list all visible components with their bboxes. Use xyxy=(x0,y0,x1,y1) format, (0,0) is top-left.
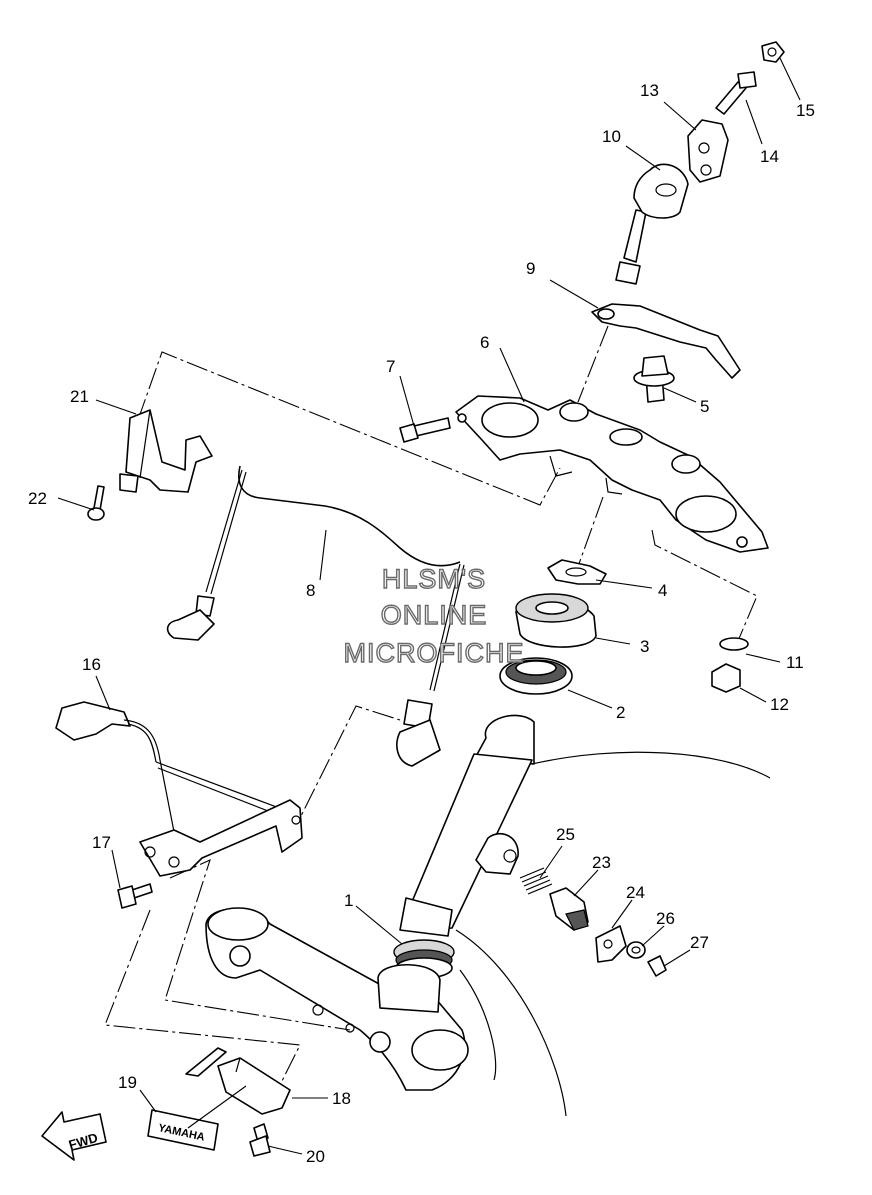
callout-16: 16 xyxy=(82,655,101,674)
callout-22: 22 xyxy=(28,489,47,508)
callout-14: 14 xyxy=(760,147,779,166)
part-8-cable xyxy=(166,465,465,767)
part-10-holder xyxy=(615,163,689,285)
callout-3: 3 xyxy=(640,637,649,656)
callout-8: 8 xyxy=(306,581,315,600)
part-20-bolt xyxy=(249,1123,271,1157)
callout-6: 6 xyxy=(480,333,489,352)
part-9-plate xyxy=(591,303,741,379)
callout-9: 9 xyxy=(526,259,535,278)
part-13-cap xyxy=(687,119,729,183)
callout-11: 11 xyxy=(786,653,804,672)
part-2-bearing xyxy=(499,657,573,695)
part-19-emblem: YAMAHA xyxy=(147,1109,219,1151)
part-27-screw xyxy=(647,955,667,977)
part-22-bolt xyxy=(87,485,105,521)
callout-20: 20 xyxy=(306,1147,325,1166)
part-12-nut xyxy=(711,663,741,693)
lower-bracket xyxy=(205,907,469,1091)
frame-outline xyxy=(455,751,771,1117)
guide-lines xyxy=(104,325,758,1086)
callout-15: 15 xyxy=(796,101,815,120)
callout-24: 24 xyxy=(626,883,645,902)
part-16-stay xyxy=(55,701,303,877)
callout-10: 10 xyxy=(602,127,621,146)
callout-19: 19 xyxy=(118,1073,137,1092)
part-17-bolt xyxy=(117,883,153,909)
part-11-washer xyxy=(719,637,749,651)
callout-5: 5 xyxy=(700,397,709,416)
fwd-arrow: FWD xyxy=(41,1111,107,1161)
watermark-line-3: MICROFICHE xyxy=(344,638,525,668)
callout-2: 2 xyxy=(616,703,625,722)
callout-18: 18 xyxy=(332,1089,351,1108)
part-25-spring xyxy=(519,867,553,895)
watermark: HLSM'S ONLINE MICROFICHE xyxy=(343,563,525,668)
part-14-bolt xyxy=(715,71,757,115)
callout-13: 13 xyxy=(640,81,659,100)
callout-12: 12 xyxy=(770,695,789,714)
callout-1: 1 xyxy=(344,891,353,910)
part-3-bearing-cover xyxy=(515,593,597,648)
part-5-bolt xyxy=(633,355,675,403)
callout-7: 7 xyxy=(386,357,395,376)
part-21-bracket xyxy=(119,409,213,493)
part-7-bolt xyxy=(399,417,451,443)
watermark-line-1: HLSM'S xyxy=(382,564,486,594)
callout-23: 23 xyxy=(592,853,611,872)
callout-26: 26 xyxy=(656,909,675,928)
part-6-upper-bracket xyxy=(455,395,769,553)
callout-numbers: 1 2 3 4 5 6 7 8 9 10 11 12 13 14 15 16 1… xyxy=(28,81,815,1166)
callout-4: 4 xyxy=(658,581,667,600)
part-23-plunger xyxy=(549,887,589,931)
part-26-washer xyxy=(626,941,646,959)
leader-lines xyxy=(57,57,801,1155)
part-4-lock-washer xyxy=(547,559,607,585)
part-15-nut xyxy=(761,41,785,63)
watermark-line-2: ONLINE xyxy=(381,600,488,630)
part-24-plate xyxy=(595,925,627,963)
part-18-clip xyxy=(185,1047,291,1115)
callout-25: 25 xyxy=(556,825,575,844)
callout-21: 21 xyxy=(70,387,89,406)
callout-27: 27 xyxy=(690,933,709,952)
callout-17: 17 xyxy=(92,833,111,852)
